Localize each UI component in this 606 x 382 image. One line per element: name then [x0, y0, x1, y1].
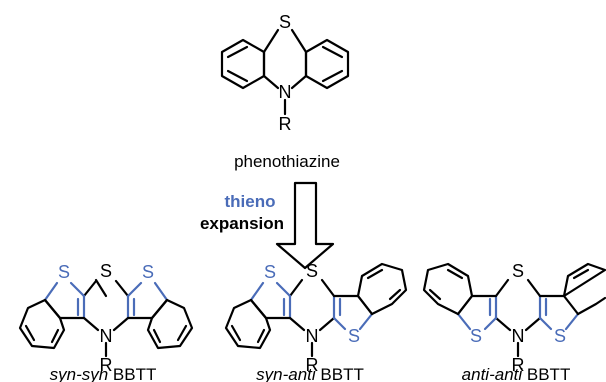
syn-anti-r-substituent: R	[306, 355, 319, 375]
syn-syn-left-benzene	[18, 298, 66, 350]
syn-syn-left-thiophene-sulfur: S	[58, 262, 70, 282]
syn-syn-right-benzene	[146, 298, 194, 350]
central-ring-left-bonds	[262, 28, 280, 90]
anti-anti-nitrogen: N	[512, 326, 525, 346]
syn-syn-right-thiophene-sulfur: S	[142, 262, 154, 282]
anti-anti-label: anti-anti BBTT	[462, 365, 571, 382]
anti-anti-left-thiophene-sulfur: S	[470, 326, 482, 346]
syn-anti-top-thiophene-sulfur: S	[264, 262, 276, 282]
syn-syn-bbtt-structure: S S S N R	[18, 261, 194, 375]
left-benzene-ring	[220, 38, 266, 90]
syn-anti-bbtt-structure: S S S N R	[224, 261, 408, 375]
syn-syn-label: syn-syn BBTT	[50, 365, 157, 382]
nitrogen-atom: N	[279, 82, 292, 102]
anti-anti-right-thiophene-sulfur: S	[554, 326, 566, 346]
sulfur-atom: S	[279, 12, 291, 32]
anti-anti-central-sulfur: S	[512, 261, 524, 281]
syn-syn-central-sulfur: S	[100, 261, 112, 281]
phenothiazine-label: phenothiazine	[234, 152, 340, 171]
anti-anti-left-benzene	[422, 262, 474, 316]
arrow-label-thieno: thieno	[225, 192, 276, 211]
right-benzene-ring	[304, 38, 350, 90]
syn-syn-r-substituent: R	[100, 355, 113, 375]
syn-anti-nitrogen: N	[306, 326, 319, 346]
phenothiazine-structure: S N R	[220, 12, 350, 134]
syn-anti-right-benzene	[356, 262, 408, 316]
central-ring-right-bonds	[290, 28, 308, 90]
r-substituent: R	[279, 114, 292, 134]
anti-anti-right-benzene	[562, 262, 606, 298]
open-down-arrow	[275, 181, 335, 270]
syn-anti-bottom-thiophene-sulfur: S	[348, 326, 360, 346]
expansion-arrow	[275, 181, 335, 270]
syn-anti-left-benzene	[224, 298, 272, 350]
anti-anti-bbtt-structure: S S S N R	[422, 261, 606, 375]
syn-syn-nitrogen: N	[100, 326, 113, 346]
syn-anti-label: syn-anti BBTT	[256, 365, 364, 382]
anti-anti-r-substituent: R	[512, 355, 525, 375]
arrow-label-expansion: expansion	[200, 214, 284, 233]
syn-anti-central-sulfur: S	[306, 261, 318, 281]
